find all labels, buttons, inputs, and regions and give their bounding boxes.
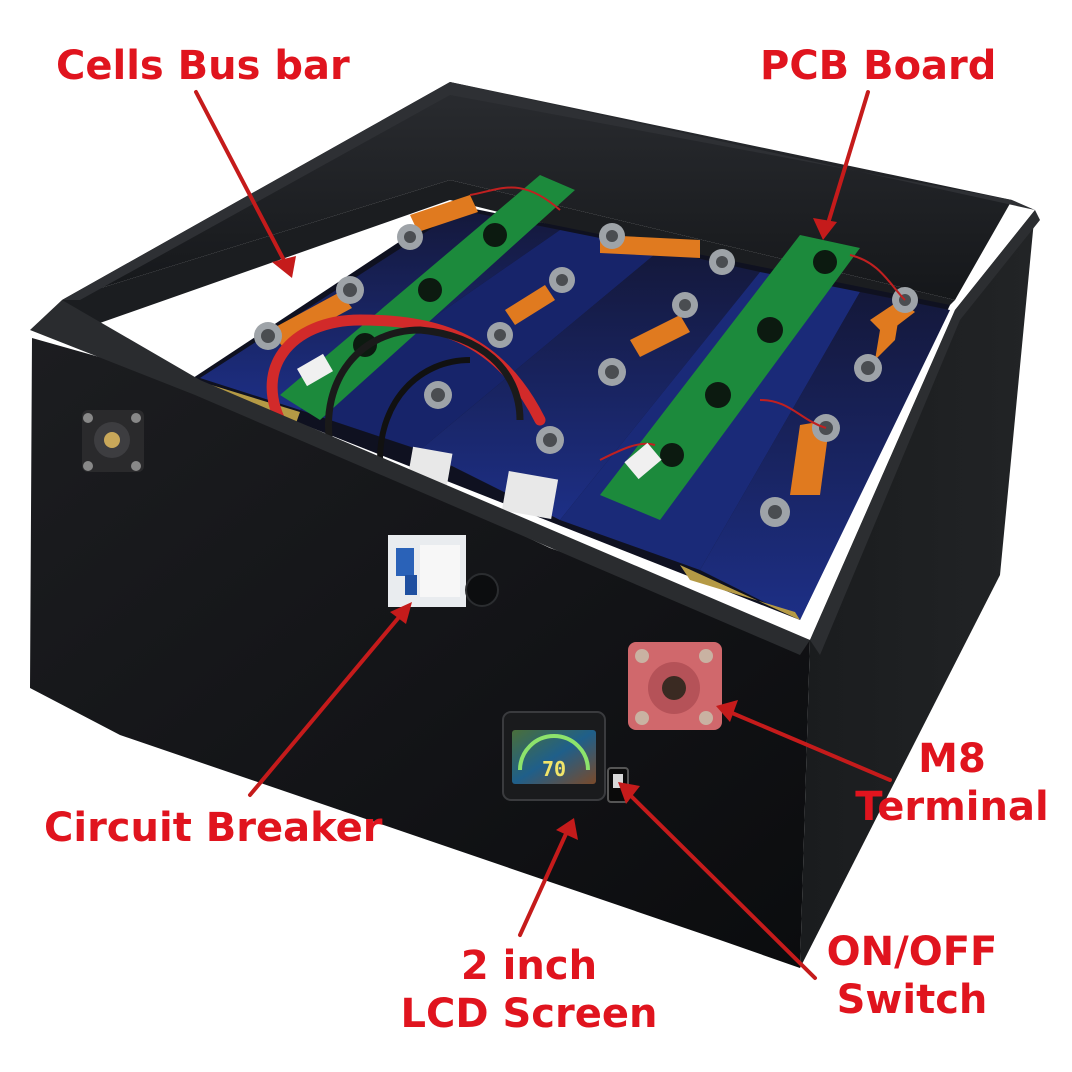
arrow-switch — [623, 788, 817, 980]
label-switch-line1: ON/OFF — [826, 929, 998, 975]
arrowhead-pcb — [813, 218, 837, 240]
label-circuit-breaker-text: Circuit Breaker — [44, 805, 383, 851]
label-lcd-line2: LCD Screen — [400, 991, 658, 1037]
label-m8-line2: Terminal — [855, 784, 1049, 830]
arrow-pcb-board — [824, 90, 870, 232]
label-circuit-breaker: Circuit Breaker — [44, 804, 382, 852]
arrow-lcd-screen — [518, 823, 572, 937]
label-m8-terminal: M8 Terminal — [838, 735, 1066, 831]
arrowhead-breaker — [390, 602, 412, 624]
lcd-screen: 70 — [502, 711, 606, 801]
label-pcb-board-text: PCB Board — [760, 43, 997, 89]
arrowhead-m8 — [716, 700, 738, 722]
arrow-m8-terminal — [723, 708, 892, 782]
label-on-off-switch: ON/OFF Switch — [812, 928, 1012, 1024]
label-pcb-board: PCB Board — [760, 42, 996, 90]
left-terminal — [82, 410, 144, 472]
label-switch-line2: Switch — [836, 977, 988, 1023]
front-hole — [465, 573, 499, 607]
arrowhead-cells — [272, 256, 296, 278]
arrowhead-switch — [618, 782, 640, 804]
annotation-arrows — [194, 90, 892, 980]
label-m8-line1: M8 — [918, 736, 986, 782]
box-walls — [30, 82, 1040, 968]
arrow-cells-bus-bar — [194, 90, 290, 270]
arrow-circuit-breaker — [248, 608, 407, 797]
bus-bars — [254, 195, 918, 527]
label-cells-bus-bar: Cells Bus bar — [56, 42, 350, 90]
pcb-board-right — [600, 235, 860, 520]
m8-terminal — [628, 642, 722, 730]
label-lcd-screen: 2 inch LCD Screen — [394, 942, 664, 1038]
arrowhead-lcd — [556, 818, 578, 840]
circuit-breaker — [388, 535, 466, 607]
cables — [266, 186, 906, 461]
label-lcd-line1: 2 inch — [460, 943, 598, 989]
arrow-heads — [272, 218, 837, 840]
label-cells-bus-bar-text: Cells Bus bar — [56, 43, 350, 89]
lcd-readout: 70 — [542, 757, 566, 781]
